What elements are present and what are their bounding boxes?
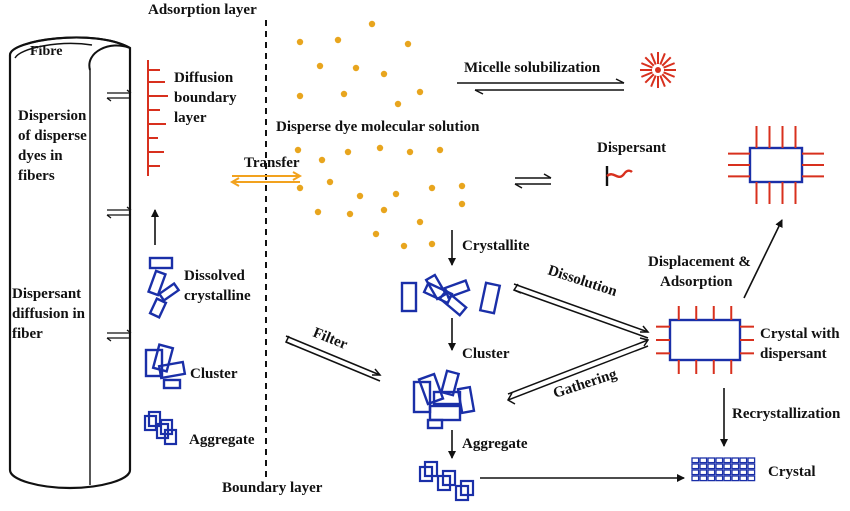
- aggregate-left-label: Aggregate: [189, 432, 255, 448]
- dye-molecule-dot: [334, 36, 342, 44]
- dye-molecule-dot: [316, 62, 324, 70]
- cluster-mid-icon: [412, 369, 476, 430]
- filter-arrows: [284, 335, 382, 382]
- dye-molecule-dot: [400, 242, 408, 250]
- micelle-label: Micelle solubilization: [464, 60, 601, 76]
- dye-molecule-dot: [346, 210, 354, 218]
- arrow-to-top-crystal: [743, 219, 783, 299]
- dye-molecule-dot: [296, 184, 304, 192]
- svg-text:diffusion in: diffusion in: [12, 306, 86, 322]
- fibre-equilibrium-arrows: [106, 89, 132, 342]
- crystallite-icon: [400, 273, 502, 317]
- svg-text:layer: layer: [174, 110, 207, 126]
- fibre-label: Fibre: [30, 44, 62, 59]
- micelle-equilibrium-arrows: [457, 78, 625, 95]
- svg-text:Dispersion: Dispersion: [18, 108, 87, 124]
- crystal-grid-icon: [691, 457, 756, 482]
- dye-molecule-dot: [326, 178, 334, 186]
- dissolved-crystalline-label: Dissolved crystalline: [184, 268, 251, 304]
- dye-molecule-dot: [294, 146, 302, 154]
- aggregate-mid-icon: [418, 460, 475, 502]
- cluster-mid-label: Cluster: [462, 346, 510, 362]
- boundary-layer-label: Boundary layer: [222, 480, 323, 496]
- molecular-solution-label: Disperse dye molecular solution: [276, 119, 480, 135]
- dye-molecule-dot: [392, 190, 400, 198]
- dye-molecule-dot: [380, 70, 388, 78]
- dissolution-arrows: [512, 283, 650, 339]
- dispersant-molecule-icon: [605, 166, 633, 186]
- dispersant-equilibrium-arrows: [514, 173, 552, 189]
- svg-text:Adsorption: Adsorption: [660, 274, 733, 290]
- dye-molecule-dot: [406, 148, 414, 156]
- gathering-arrows: [506, 337, 650, 405]
- dissolution-label: Dissolution: [546, 263, 620, 301]
- dye-molecule-dot: [318, 156, 326, 164]
- svg-text:boundary: boundary: [174, 90, 237, 106]
- svg-text:dyes in: dyes in: [18, 148, 63, 164]
- adsorption-layer-label: Adsorption layer: [148, 2, 257, 18]
- dye-molecule-dot: [314, 208, 322, 216]
- dispersion-label: Dispersion of disperse dyes in fibers: [18, 108, 87, 184]
- dye-molecule-dot: [356, 192, 364, 200]
- svg-text:Dissolved: Dissolved: [184, 268, 246, 284]
- dispersant-label: Dispersant: [597, 140, 666, 156]
- transfer-label: Transfer: [244, 155, 300, 171]
- aggregate-mid-label: Aggregate: [462, 436, 528, 452]
- dye-molecule-dot: [296, 38, 304, 46]
- dye-molecule-dot: [458, 200, 466, 208]
- diffusion-boundary-label: Diffusion boundary layer: [174, 70, 237, 126]
- displacement-label: Displacement & Adsorption: [648, 254, 751, 290]
- svg-text:Dispersant: Dispersant: [12, 286, 81, 302]
- dye-molecule-dot: [428, 240, 436, 248]
- svg-text:Displacement &: Displacement &: [648, 254, 751, 270]
- dye-molecule-dot: [372, 230, 380, 238]
- dye-molecule-dot: [344, 148, 352, 156]
- dye-molecule-dot: [296, 92, 304, 100]
- dispersant-diffusion-label: Dispersant diffusion in fiber: [12, 286, 86, 342]
- dye-molecule-dot: [376, 144, 384, 152]
- crystal-dispersant-top-icon: [728, 126, 824, 204]
- diffusion-boundary-pins: [147, 60, 168, 176]
- svg-text:fibers: fibers: [18, 168, 55, 184]
- dye-molecule-dot: [458, 182, 466, 190]
- svg-text:of disperse: of disperse: [18, 128, 87, 144]
- dye-molecule-dot: [404, 40, 412, 48]
- dye-molecule-dot: [340, 90, 348, 98]
- dye-molecule-dot: [394, 100, 402, 108]
- dye-molecule-dot: [368, 20, 376, 28]
- crystallite-label: Crystallite: [462, 238, 530, 254]
- dissolved-crystalline-icon: [147, 256, 181, 319]
- svg-text:fiber: fiber: [12, 326, 43, 342]
- dye-molecule-dot: [428, 184, 436, 192]
- dye-molecule-dot: [436, 146, 444, 154]
- crystal-label: Crystal: [768, 464, 816, 480]
- dye-molecule-dot: [352, 64, 360, 72]
- svg-text:Crystal with: Crystal with: [760, 326, 840, 342]
- dye-molecule-dot: [380, 206, 388, 214]
- svg-text:dispersant: dispersant: [760, 346, 827, 362]
- cluster-left-label: Cluster: [190, 366, 238, 382]
- dye-molecules: [294, 20, 466, 250]
- dye-molecule-dot: [416, 218, 424, 226]
- fibre-cylinder: [8, 36, 132, 490]
- crystal-dispersant-mid-icon: [656, 306, 754, 374]
- aggregate-left-icon: [143, 410, 178, 446]
- svg-text:crystalline: crystalline: [184, 288, 251, 304]
- transfer-arrows: [229, 171, 303, 187]
- crystal-with-dispersant-label: Crystal with dispersant: [760, 326, 840, 362]
- recrystallization-label: Recrystallization: [732, 406, 841, 422]
- gathering-label: Gathering: [551, 366, 619, 402]
- dye-molecule-dot: [416, 88, 424, 96]
- svg-text:Diffusion: Diffusion: [174, 70, 234, 86]
- cluster-left-icon: [144, 343, 187, 390]
- micelle-icon: [640, 52, 676, 88]
